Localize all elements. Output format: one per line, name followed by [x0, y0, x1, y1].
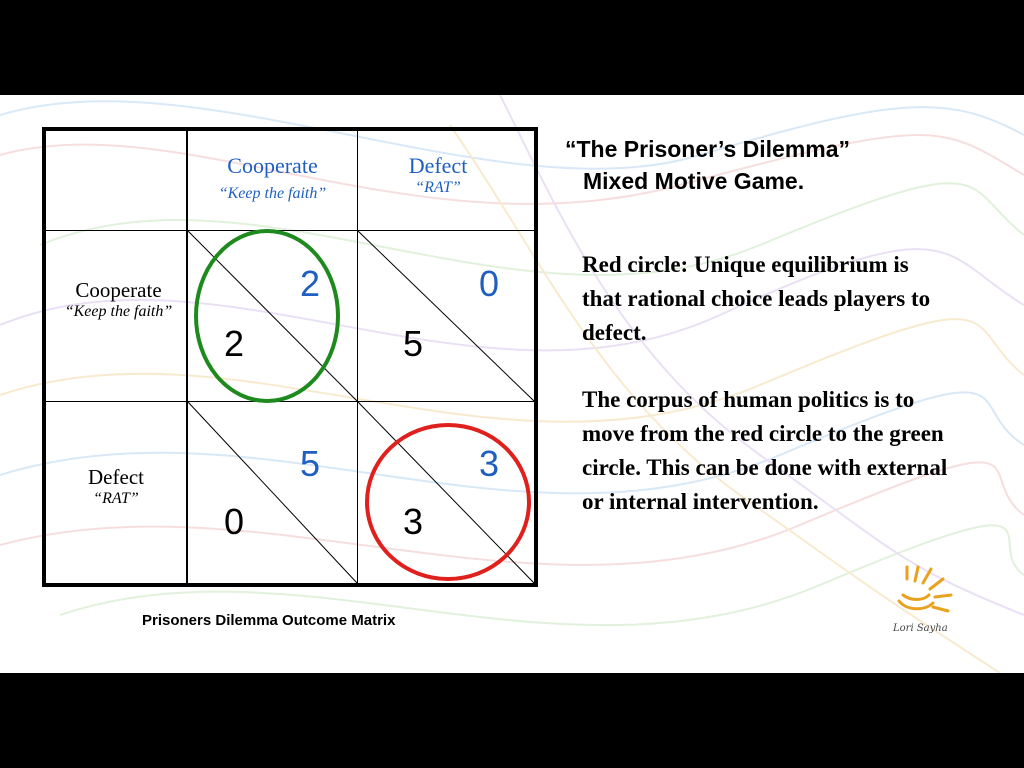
slide-title: “The Prisoner’s Dilemma” Mixed Motive Ga… [565, 133, 850, 197]
outcome-matrix [42, 127, 538, 587]
matrix-divider [186, 127, 188, 587]
payoff-top: 2 [300, 263, 321, 304]
payoff-bottom: 2 [224, 323, 245, 364]
payoff-bottom: 5 [403, 323, 424, 364]
slide-title-line2: Mixed Motive Game. [583, 168, 805, 194]
paragraph-equilibrium: Red circle: Unique equilibrium is that r… [582, 252, 931, 345]
payoff-top: 0 [479, 263, 500, 304]
matrix-divider [357, 127, 358, 587]
col-header-sub: “RAT” [415, 179, 461, 196]
matrix-caption: Prisoners Dilemma Outcome Matrix [142, 612, 396, 629]
payoff-bottom: 0 [224, 501, 245, 542]
paragraph-corpus: The corpus of human politics is to move … [582, 387, 948, 514]
logo-signature: Lori Sayha [892, 623, 948, 634]
payoff-bottom: 3 [403, 501, 424, 542]
payoff-top: 5 [300, 443, 321, 484]
matrix-divider [42, 230, 538, 231]
row-header-label: Cooperate [75, 278, 162, 302]
col-header-label: Defect [408, 153, 468, 178]
sun-bowl-logo-icon: Lori Sayha [892, 565, 953, 634]
row-header-sub: “RAT” [93, 490, 139, 507]
col-header-cooperate: Cooperate “Keep the faith” [188, 153, 357, 203]
row-header-cooperate: Cooperate “Keep the faith” [46, 278, 191, 321]
slide-title-line1: “The Prisoner’s Dilemma” [565, 136, 851, 162]
matrix-divider [42, 401, 538, 402]
row-header-sub: “Keep the faith” [64, 303, 173, 320]
col-header-sub: “Keep the faith” [218, 185, 327, 202]
slide: Cooperate “Keep the faith” Defect “RAT” … [0, 95, 1024, 673]
col-header-defect: Defect “RAT” [358, 153, 518, 197]
payoff-top: 3 [479, 443, 500, 484]
row-header-label: Defect [88, 465, 144, 489]
col-header-label: Cooperate [227, 153, 318, 178]
row-header-defect: Defect “RAT” [46, 465, 186, 508]
